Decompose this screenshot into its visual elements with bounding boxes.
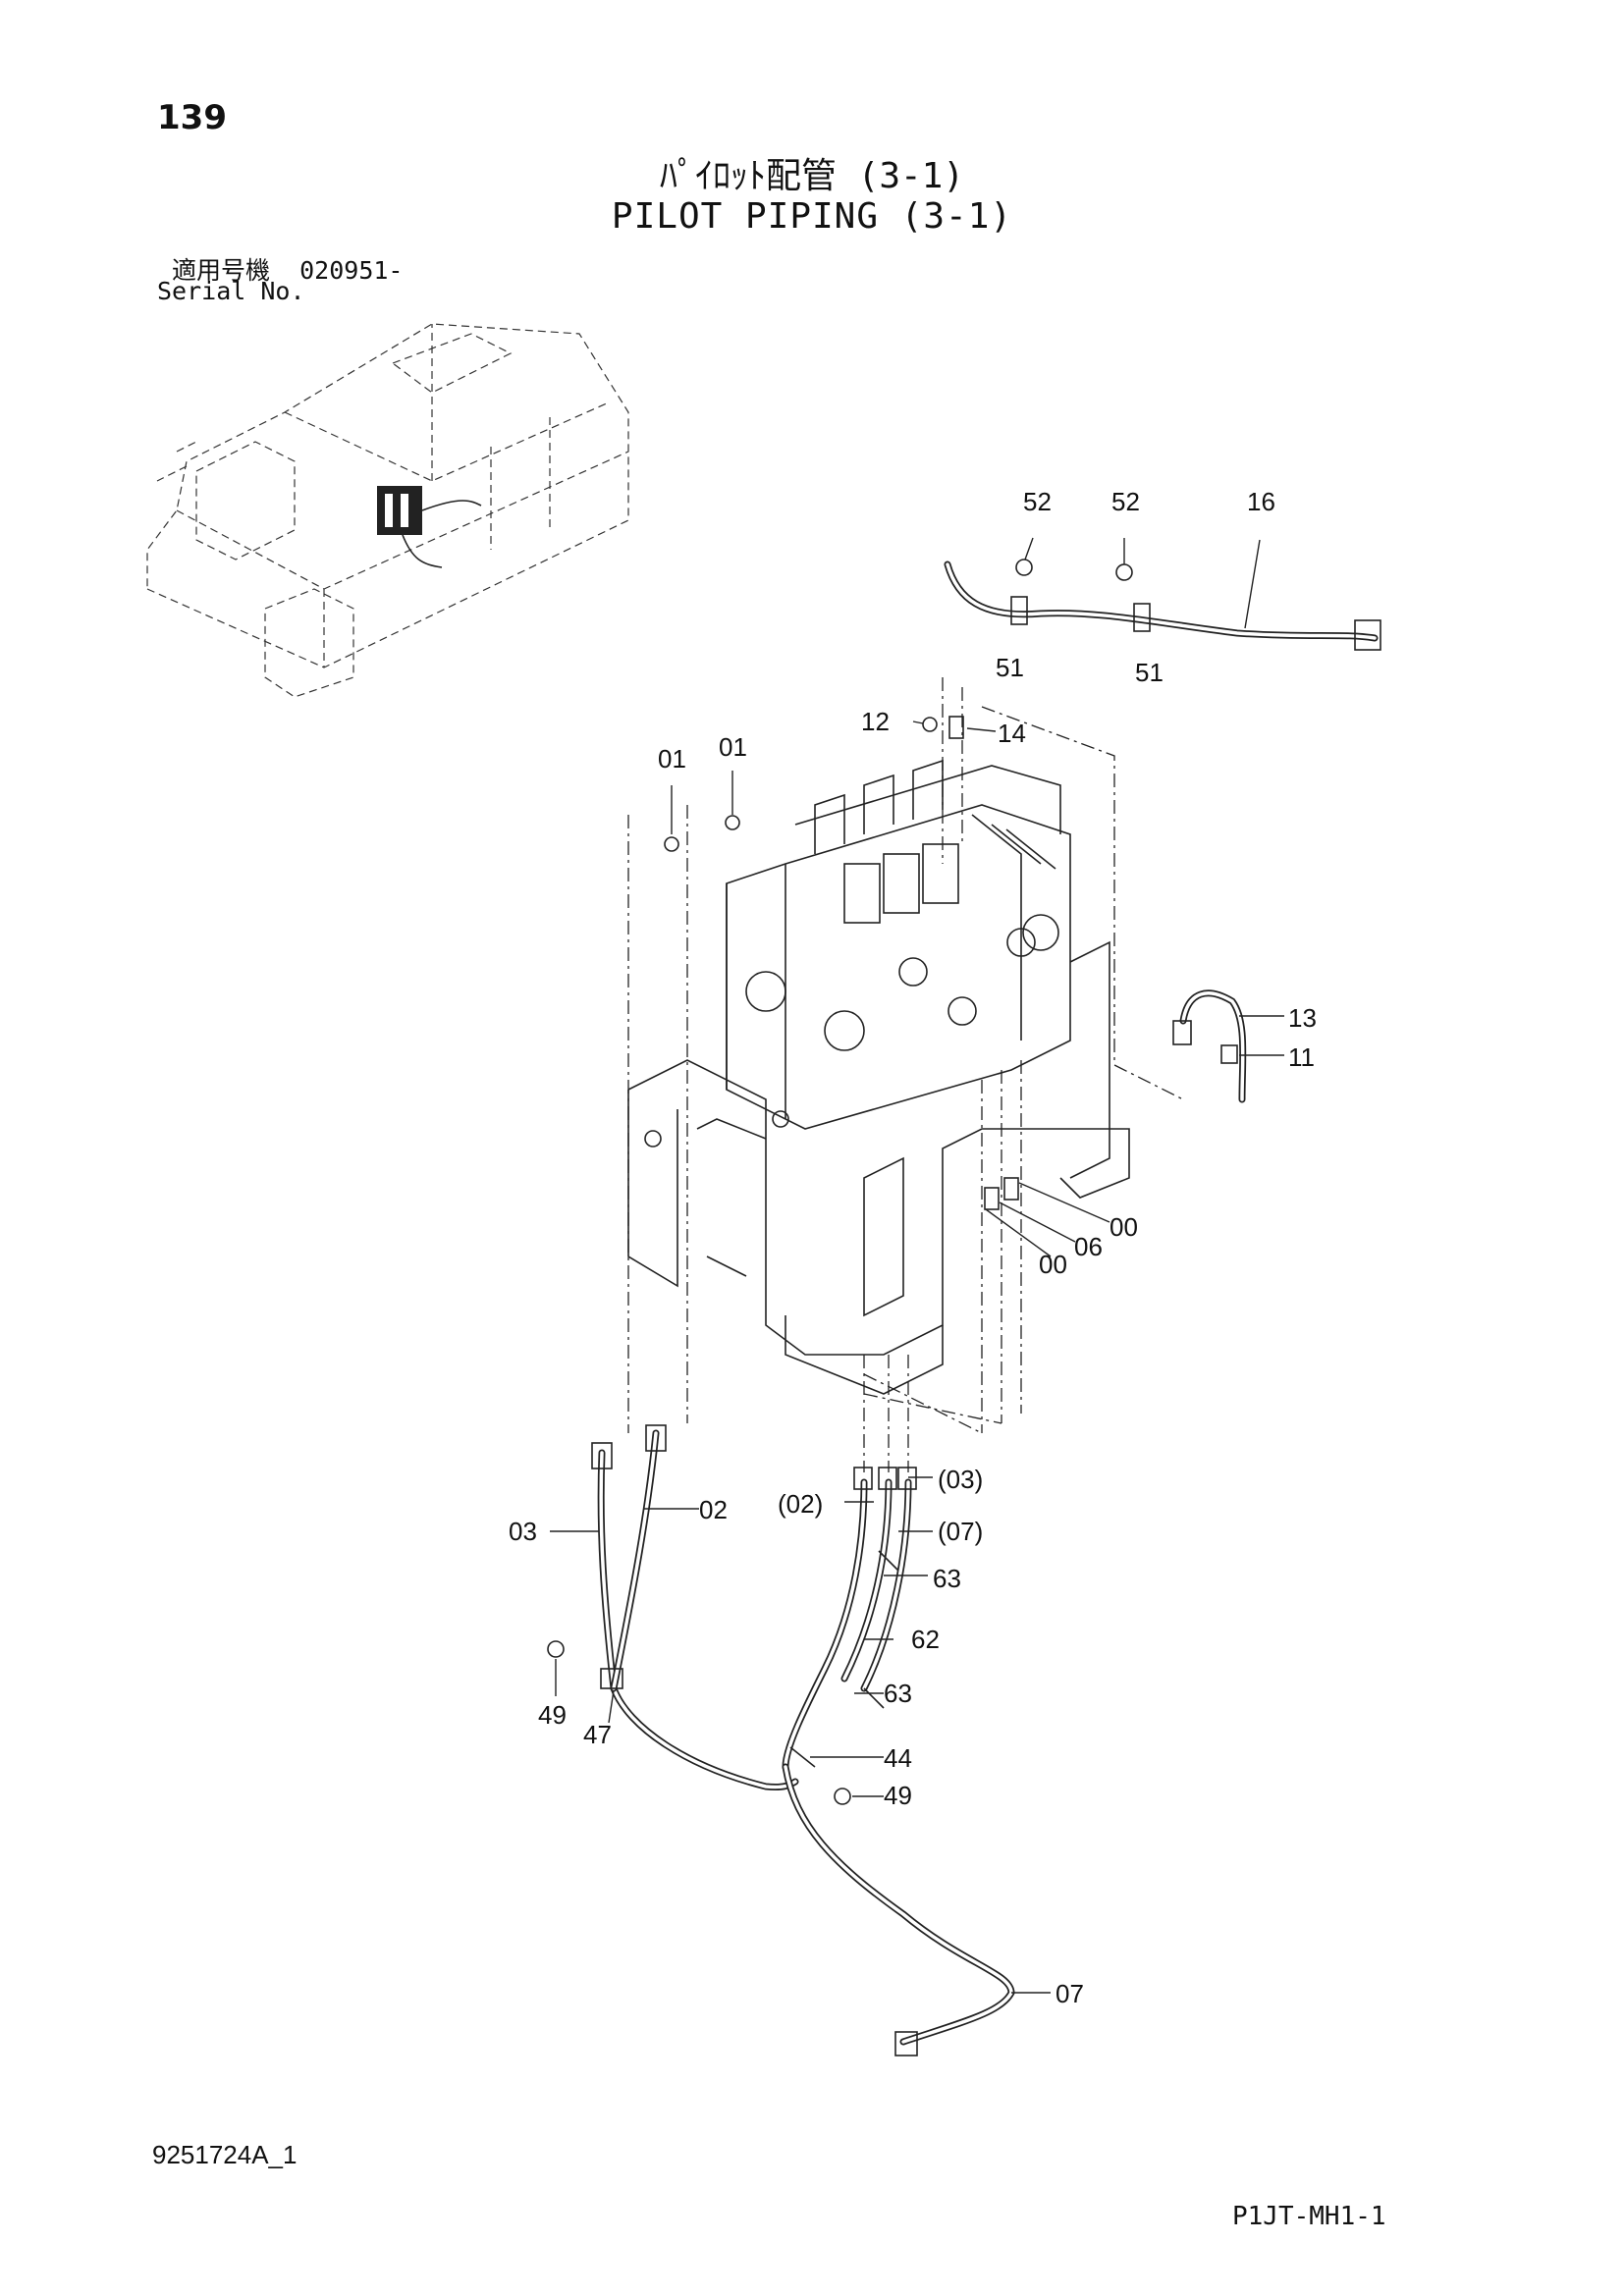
callout-47: 47 [583, 1720, 612, 1749]
page-title: PILOT PIPING (3-1) [611, 196, 1013, 237]
valve-mounting-bracket [627, 1059, 1130, 1395]
callout-00: 00 [1039, 1250, 1067, 1279]
serial-range: 適用号機 020951- [172, 251, 403, 287]
callout-49: 49 [538, 1700, 567, 1730]
callout-44: 44 [884, 1743, 912, 1773]
fittings-00-06 [985, 1182, 1110, 1257]
callout-02: 02 [699, 1495, 728, 1524]
callout-12: 12 [861, 707, 890, 736]
callout-07-ref: (07) [938, 1517, 984, 1546]
control-valve-assembly [726, 759, 1110, 1179]
document-code: 9251724A_1 [152, 2140, 298, 2169]
callout-49: 49 [884, 1781, 912, 1810]
callout-07: 07 [1056, 1979, 1084, 2008]
pipe-fittings [664, 716, 1019, 1210]
callout-06: 06 [1074, 1232, 1103, 1261]
serial-value: 020951- [299, 256, 404, 285]
serial-label: Serial No. [157, 277, 305, 305]
pilot-hoses-02-03 [547, 1424, 799, 1790]
callout-63: 63 [884, 1679, 912, 1708]
pilot-hose-16 [944, 537, 1381, 651]
callout-51: 51 [996, 653, 1024, 682]
page-code: P1JT-MH1-1 [1232, 2202, 1386, 2231]
callout-03: 03 [509, 1517, 537, 1546]
callout-52: 52 [1111, 487, 1140, 516]
pilot-hose-13 [1172, 989, 1284, 1103]
page-title-japanese: ﾊﾟｲﾛｯﾄ配管 (3-1) [659, 156, 965, 196]
callout-02-ref: (02) [778, 1489, 824, 1519]
callout-14: 14 [998, 719, 1026, 748]
callout-13: 13 [1288, 1003, 1317, 1033]
callout-03-ref: (03) [938, 1465, 984, 1494]
machine-location-thumbnail [146, 323, 629, 698]
callout-52: 52 [1023, 487, 1052, 516]
pilot-hose-bundle-62-07 [782, 1467, 1051, 2056]
callout-01: 01 [658, 744, 686, 774]
callout-62: 62 [911, 1625, 940, 1654]
serial-label-japanese: 適用号機 [172, 256, 271, 285]
callout-11: 11 [1288, 1042, 1315, 1072]
callout-00: 00 [1110, 1212, 1138, 1242]
callout-16: 16 [1247, 487, 1275, 516]
assembly-extension-lines [627, 677, 1184, 1472]
callout-63: 63 [933, 1564, 961, 1593]
callout-01: 01 [719, 732, 747, 762]
callout-51: 51 [1135, 658, 1164, 687]
page-number: 139 [157, 98, 227, 137]
